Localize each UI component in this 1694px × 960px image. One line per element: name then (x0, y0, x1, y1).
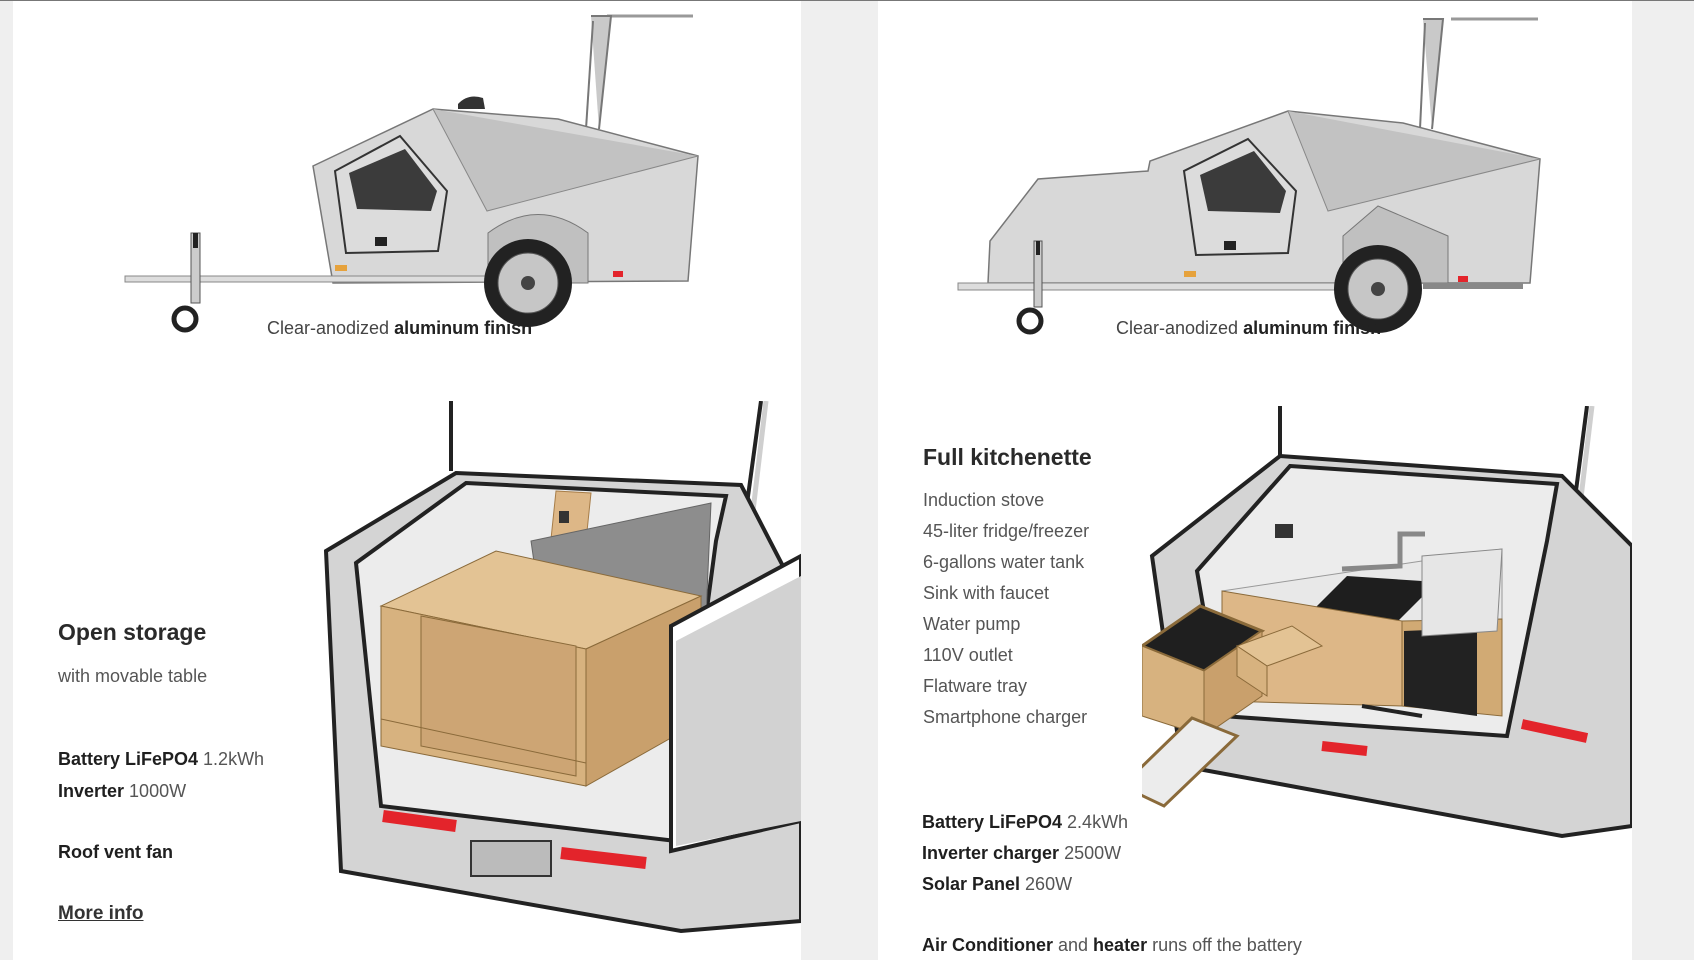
spec-inverter: Inverter 1000W (58, 781, 187, 801)
top-border (0, 0, 1694, 1)
list-item: 45-liter fridge/freezer (923, 521, 1090, 541)
list-item: Water pump (923, 614, 1021, 634)
feature-title: Full kitchenette (923, 444, 1092, 470)
list-item: 6-gallons water tank (923, 552, 1085, 572)
product-panel-left: Clear-anodized aluminum finish Open stor… (13, 1, 801, 960)
spec-solar-panel: Solar Panel 260W (922, 874, 1073, 894)
finish-caption: Clear-anodized aluminum finish (267, 318, 533, 338)
list-item: Induction stove (923, 490, 1045, 510)
feature-subtitle: with movable table (58, 666, 208, 686)
spec-inverter-charger: Inverter charger 2500W (922, 843, 1122, 863)
spec-battery: Battery LiFePO4 1.2kWh (58, 749, 265, 769)
finish-caption: Clear-anodized aluminum finish (1116, 318, 1382, 338)
product-panel-right: Clear-anodized aluminum finish Full kitc… (878, 1, 1632, 960)
list-item: 110V outlet (923, 645, 1013, 665)
open-storage-image (321, 401, 801, 960)
list-item: Smartphone charger (923, 707, 1088, 727)
spec-battery: Battery LiFePO4 2.4kWh (922, 812, 1129, 832)
kitchenette-image (1142, 406, 1632, 839)
trailer-side-image (124, 14, 699, 333)
feature-title: Open storage (58, 619, 207, 645)
more-info-link[interactable]: More info (58, 903, 144, 924)
spec-roof-vent: Roof vent fan (58, 842, 173, 862)
ac-heater-note: Air Conditioner and heater runs off the … (922, 935, 1302, 955)
list-item: Sink with faucet (923, 583, 1050, 603)
kitchen-features-list: Induction stove 45-liter fridge/freezer … (923, 485, 1089, 733)
trailer-side-image (957, 17, 1541, 335)
list-item: Flatware tray (923, 676, 1028, 696)
